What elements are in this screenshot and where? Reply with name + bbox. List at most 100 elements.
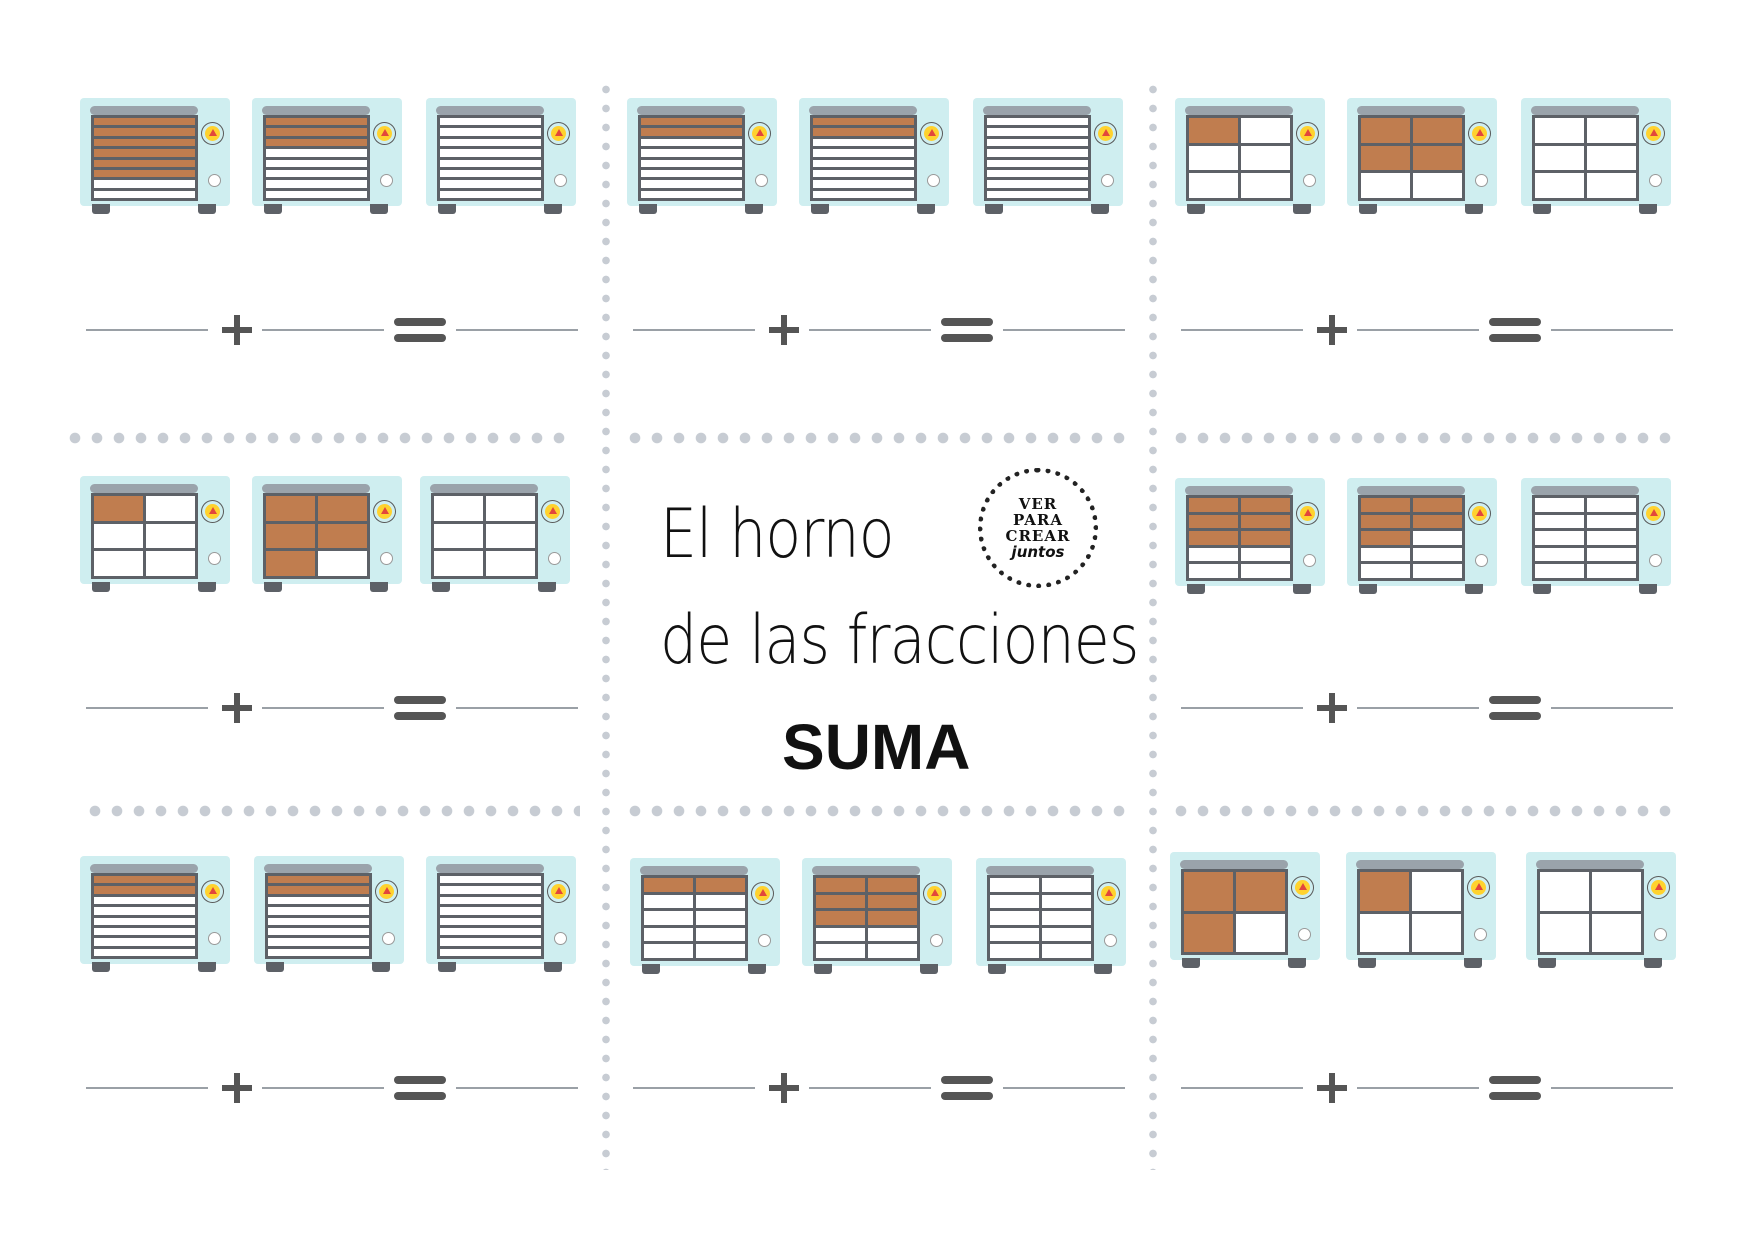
- filled-portion: [94, 496, 143, 521]
- answer-blank-result[interactable]: [1551, 1087, 1673, 1089]
- answer-blank-result[interactable]: [1003, 1087, 1125, 1089]
- oven-window: [265, 873, 372, 959]
- answer-blank-2[interactable]: [809, 329, 931, 331]
- empty-portion: [266, 180, 367, 188]
- oven: [1521, 478, 1671, 598]
- answer-blank-1[interactable]: [1181, 1087, 1303, 1089]
- oven-window: [984, 115, 1091, 201]
- equals-icon: [1489, 314, 1541, 346]
- empty-portion: [486, 551, 535, 576]
- timer-button-icon: [208, 552, 221, 565]
- empty-portion: [1587, 145, 1636, 171]
- empty-portion: [1413, 173, 1462, 198]
- logo-line-3: CREAR: [1005, 527, 1071, 545]
- empty-portion: [641, 159, 742, 167]
- divider-vertical-right: [1148, 80, 1158, 1170]
- filled-portion: [1360, 872, 1409, 911]
- empty-portion: [1587, 547, 1636, 562]
- empty-portion: [94, 938, 195, 946]
- filled-portion: [816, 911, 865, 925]
- oven-foot: [1358, 958, 1376, 968]
- answer-blank-result[interactable]: [1551, 707, 1673, 709]
- answer-blank-1[interactable]: [86, 1087, 208, 1089]
- empty-portion: [696, 927, 745, 942]
- knob-icon: [927, 886, 942, 901]
- divider-horizontal-top-right: [1170, 432, 1676, 444]
- empty-portion: [1535, 514, 1584, 529]
- oven: [802, 858, 952, 978]
- oven-foot: [264, 582, 282, 592]
- answer-blank-1[interactable]: [633, 329, 755, 331]
- filled-portion: [868, 894, 917, 909]
- oven-foot: [1091, 204, 1109, 214]
- oven: [254, 856, 404, 976]
- answer-blank-2[interactable]: [1357, 707, 1479, 709]
- answer-blank-2[interactable]: [262, 329, 384, 331]
- answer-blank-1[interactable]: [1181, 329, 1303, 331]
- oven: [799, 98, 949, 218]
- empty-portion: [268, 907, 369, 915]
- timer-button-icon: [755, 174, 768, 187]
- oven-handle: [812, 866, 920, 875]
- answer-blank-2[interactable]: [262, 1087, 384, 1089]
- empty-portion: [696, 944, 745, 958]
- knob-icon: [377, 504, 392, 519]
- empty-portion: [987, 118, 1088, 126]
- oven-foot: [1465, 204, 1483, 214]
- filled-portion: [1361, 145, 1410, 171]
- filled-portion: [266, 523, 315, 549]
- timer-button-icon: [554, 174, 567, 187]
- oven-handle: [1185, 106, 1293, 115]
- empty-portion: [146, 551, 195, 576]
- oven-handle: [983, 106, 1091, 115]
- answer-blank-2[interactable]: [1357, 329, 1479, 331]
- empty-portion: [1241, 173, 1290, 198]
- plus-icon: [769, 1068, 799, 1108]
- oven-foot: [1293, 204, 1311, 214]
- answer-blank-result[interactable]: [456, 329, 578, 331]
- empty-portion: [266, 149, 367, 157]
- answer-blank-1[interactable]: [86, 707, 208, 709]
- empty-portion: [813, 190, 914, 198]
- empty-portion: [434, 551, 483, 576]
- empty-portion: [440, 159, 541, 167]
- oven-window: [91, 873, 198, 959]
- filled-portion: [1413, 145, 1462, 171]
- knob-icon: [1646, 506, 1661, 521]
- filled-portion: [1241, 498, 1290, 512]
- oven-foot: [198, 582, 216, 592]
- answer-blank-2[interactable]: [262, 707, 384, 709]
- empty-portion: [641, 149, 742, 157]
- answer-blank-result[interactable]: [456, 707, 578, 709]
- filled-portion: [1361, 531, 1410, 545]
- answer-blank-1[interactable]: [633, 1087, 755, 1089]
- oven-foot: [1187, 584, 1205, 594]
- answer-blank-1[interactable]: [1181, 707, 1303, 709]
- answer-blank-result[interactable]: [1003, 329, 1125, 331]
- oven-foot: [92, 962, 110, 972]
- filled-portion: [266, 551, 315, 576]
- answer-blank-1[interactable]: [86, 329, 208, 331]
- answer-blank-result[interactable]: [456, 1087, 578, 1089]
- filled-portion: [266, 496, 315, 521]
- answer-blank-result[interactable]: [1551, 329, 1673, 331]
- empty-portion: [1587, 173, 1636, 198]
- title-suma: SUMA: [782, 711, 971, 783]
- divider-vertical-left: [601, 80, 611, 1170]
- oven-window: [263, 115, 370, 201]
- answer-blank-2[interactable]: [809, 1087, 931, 1089]
- empty-portion: [1540, 872, 1589, 911]
- oven: [426, 98, 576, 218]
- oven: [1175, 98, 1325, 218]
- empty-portion: [94, 907, 195, 915]
- timer-button-icon: [1303, 174, 1316, 187]
- knob-icon: [924, 126, 939, 141]
- oven-window: [641, 875, 748, 961]
- empty-portion: [434, 496, 483, 521]
- oven-handle: [430, 484, 538, 493]
- empty-portion: [1535, 173, 1584, 198]
- knob-icon: [1295, 880, 1310, 895]
- answer-blank-2[interactable]: [1357, 1087, 1479, 1089]
- timer-button-icon: [208, 932, 221, 945]
- equals-icon: [941, 314, 993, 346]
